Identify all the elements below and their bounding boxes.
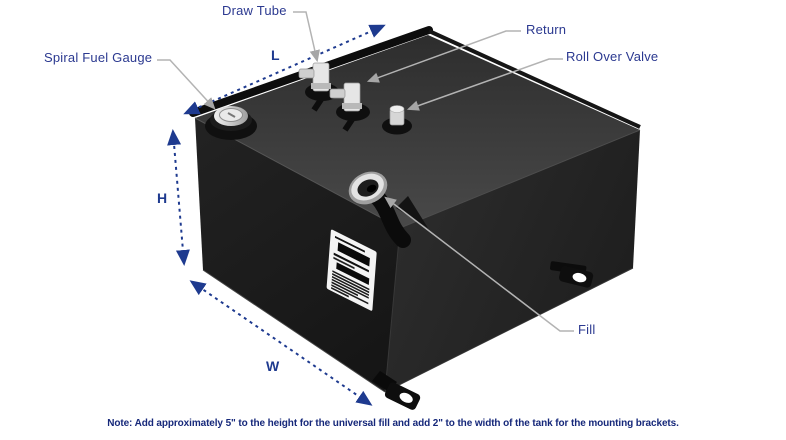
roll-over-valve-leader-line bbox=[406, 58, 563, 111]
height-dimension-arrow bbox=[167, 129, 190, 266]
mounting-note: Note: Add approximately 5" to the height… bbox=[107, 418, 679, 429]
fill-port bbox=[348, 171, 428, 248]
mounting-bracket-right bbox=[550, 261, 594, 288]
length-dimension-arrow bbox=[183, 24, 386, 115]
spiral-fuel-gauge-label: Spiral Fuel Gauge bbox=[44, 50, 153, 65]
roll-over-valve-label: Roll Over Valve bbox=[566, 49, 659, 64]
roll-over-valve-fitting bbox=[382, 105, 412, 135]
spiral-fuel-gauge-leader-line bbox=[157, 59, 216, 110]
draw-tube-leader-line bbox=[293, 11, 320, 63]
height-dimension-label: H bbox=[157, 190, 168, 206]
length-dimension-label: L bbox=[271, 47, 280, 63]
spiral-fuel-gauge-graphic bbox=[205, 106, 257, 140]
width-dimension-arrow bbox=[189, 280, 373, 406]
draw-tube-label: Draw Tube bbox=[222, 3, 287, 18]
width-dimension-label: W bbox=[266, 358, 280, 374]
return-leader-line bbox=[366, 30, 521, 83]
fill-leader-line bbox=[384, 196, 574, 332]
return-label: Return bbox=[526, 22, 567, 37]
mounting-bracket-front bbox=[372, 371, 421, 410]
fill-label: Fill bbox=[578, 322, 596, 337]
